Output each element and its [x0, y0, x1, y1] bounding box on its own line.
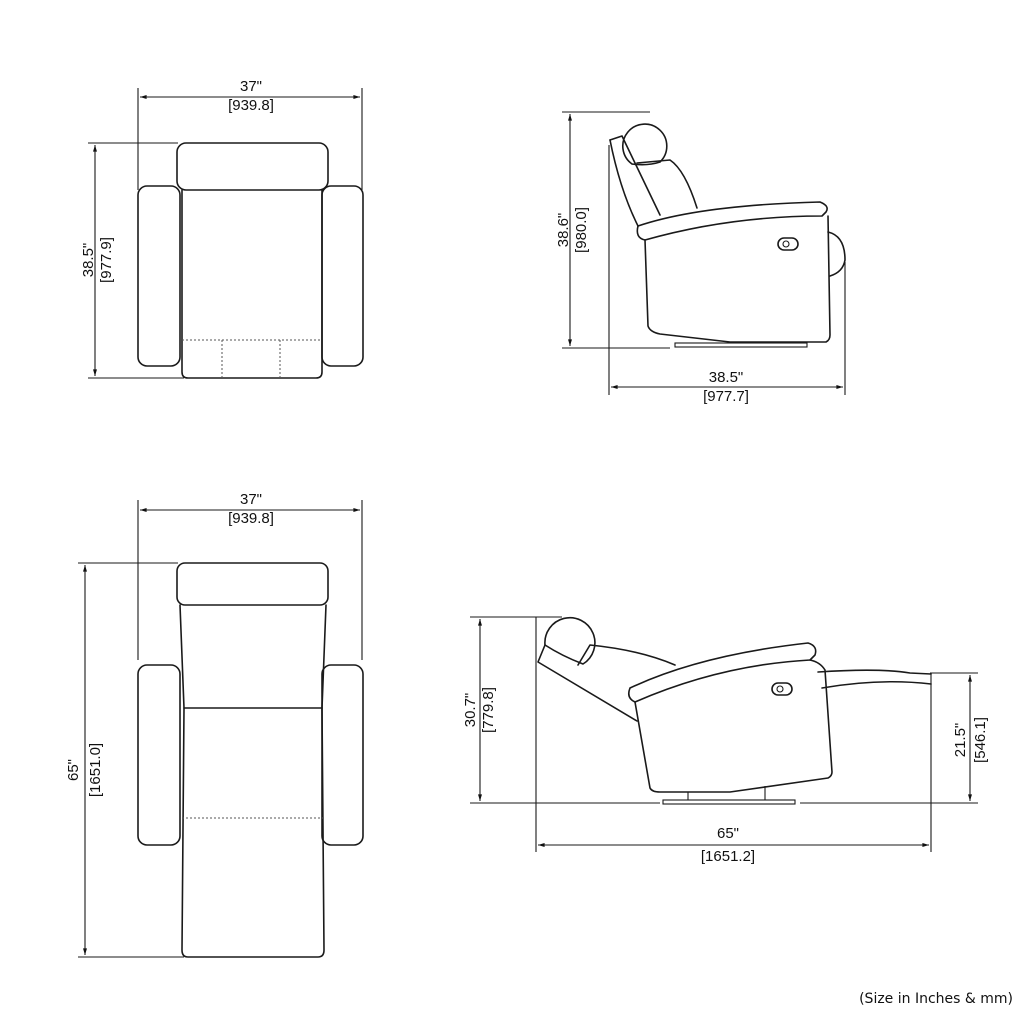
length-mm-label: [1651.0] [87, 743, 104, 797]
top-view-reclined: 37" [939.8] 65" [1651.0] [65, 491, 364, 958]
height-mm-label: [779.8] [480, 687, 497, 733]
footrest-height-mm-label: [546.1] [972, 717, 989, 763]
length-mm-label: [1651.2] [701, 848, 755, 865]
depth-mm-label: [977.9] [98, 237, 115, 283]
height-mm-label: [980.0] [573, 207, 590, 253]
top-view-upright: 37" [939.8] 38.5" [977.9] [80, 78, 364, 379]
height-inches-label: 38.6" [555, 213, 572, 248]
width-inches-label: 37" [240, 78, 262, 95]
height-inches-label: 30.7" [462, 693, 479, 728]
size-units-caption: (Size in Inches & mm) [859, 991, 1013, 1007]
width-mm-label: [939.8] [228, 97, 274, 114]
side-view-upright: 38.6" [980.0] 38.5" [977.7] [555, 111, 846, 405]
width-mm-label: [939.8] [228, 510, 274, 527]
depth-inches-label: 38.5" [80, 243, 97, 278]
width-inches-label: 37" [240, 491, 262, 508]
depth-inches-label: 38.5" [709, 369, 744, 386]
footrest-height-inches-label: 21.5" [952, 723, 969, 758]
side-view-reclined: 30.7" [779.8] 21.5" [546.1] 65" [1651.2] [462, 616, 989, 865]
depth-mm-label: [977.7] [703, 388, 749, 405]
length-inches-label: 65" [65, 759, 82, 781]
length-inches-label: 65" [717, 825, 739, 842]
